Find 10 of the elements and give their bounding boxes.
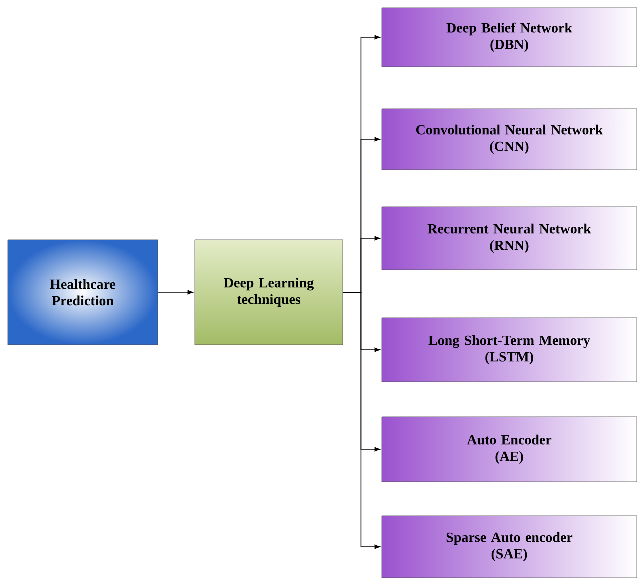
method-box: Sparse Auto encoder (SAE) xyxy=(382,516,638,578)
process-box: Deep Learning techniques xyxy=(194,240,344,346)
input-box: Healthcare Prediction xyxy=(8,240,158,346)
method-box: Recurrent Neural Network (RNN) xyxy=(382,206,638,270)
method-box: Convolutional Neural Network (CNN) xyxy=(382,108,638,170)
method-box: Auto Encoder (AE) xyxy=(382,416,638,482)
arrow xyxy=(342,292,380,550)
method-box: Long Short-Term Memory (LSTM) xyxy=(382,318,638,382)
method-box: Deep Belief Network (DBN) xyxy=(382,8,638,68)
arrow xyxy=(158,290,194,295)
